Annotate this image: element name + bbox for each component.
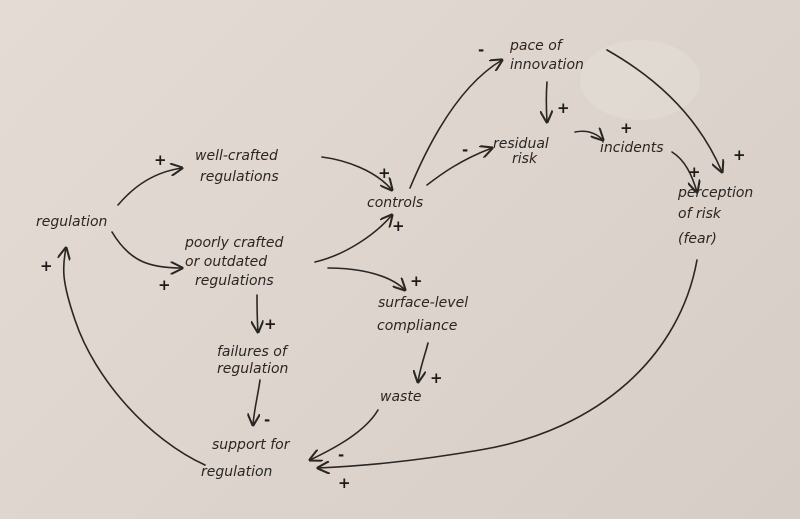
sign-regulation-to-poorly-crafted: +	[158, 276, 171, 294]
svg-text:of risk: of risk	[678, 206, 722, 222]
sign-poorly-crafted-to-failures: +	[264, 315, 277, 333]
svg-text:(fear): (fear)	[678, 231, 717, 247]
svg-text:surface-level: surface-level	[378, 295, 468, 311]
link-controls-to-pace	[409, 60, 502, 189]
sign-poorly-crafted-to-compliance: +	[410, 272, 423, 290]
svg-text:poorly crafted: poorly crafted	[184, 235, 283, 251]
node-failures-of-regulation: failures of regulation	[217, 344, 289, 377]
node-surface-level-compliance: surface-level compliance	[377, 295, 468, 334]
svg-text:or outdated: or outdated	[185, 254, 267, 270]
node-pace-of-innovation: pace of innovation	[509, 38, 584, 73]
link-pace-to-perception	[606, 49, 722, 172]
link-regulation-to-well-crafted	[117, 168, 182, 206]
svg-text:regulation: regulation	[217, 361, 288, 377]
link-poorly-crafted-to-controls	[314, 215, 392, 263]
svg-text:compliance: compliance	[377, 318, 457, 334]
svg-text:failures of: failures of	[217, 344, 289, 360]
svg-text:regulations: regulations	[195, 273, 274, 289]
svg-text:controls: controls	[367, 195, 423, 211]
node-support-for-regulation: support for regulation	[201, 437, 291, 480]
svg-text:well-crafted: well-crafted	[195, 148, 278, 164]
link-residual-to-incidents	[574, 131, 603, 140]
svg-text:innovation: innovation	[510, 57, 584, 73]
link-poorly-crafted-to-compliance	[327, 267, 405, 290]
paper-glare	[580, 40, 700, 120]
node-poorly-crafted-regulations: poorly crafted or outdated regulations	[184, 235, 283, 289]
node-incidents: incidents	[600, 140, 664, 156]
link-perception-to-support	[318, 259, 698, 468]
svg-text:support for: support for	[212, 437, 291, 453]
sign-controls-to-pace: -	[478, 41, 484, 59]
svg-text:risk: risk	[512, 151, 538, 167]
link-compliance-to-waste	[418, 342, 429, 382]
svg-text:regulation: regulation	[36, 214, 107, 230]
node-well-crafted-regulations: well-crafted regulations	[195, 148, 279, 185]
link-regulation-to-poorly-crafted	[111, 231, 182, 268]
svg-text:perception: perception	[677, 185, 753, 201]
sign-support-to-regulation: +	[40, 257, 53, 275]
link-support-to-regulation	[64, 248, 206, 466]
link-waste-to-support	[310, 409, 379, 460]
sign-incidents-to-perception: +	[688, 163, 701, 181]
node-perception-of-risk: perception of risk (fear)	[677, 185, 753, 247]
sign-controls-to-residual: -	[462, 141, 468, 159]
node-regulation: regulation	[36, 214, 107, 230]
svg-text:residual: residual	[493, 136, 549, 152]
node-controls: controls	[367, 195, 423, 211]
link-controls-to-residual	[426, 148, 492, 186]
sign-perception-to-support: +	[338, 474, 351, 492]
node-waste: waste	[380, 389, 421, 405]
sign-pace-to-perception: +	[733, 146, 746, 164]
svg-text:regulation: regulation	[201, 464, 272, 480]
svg-text:waste: waste	[380, 389, 421, 405]
link-pace-to-residual	[546, 81, 547, 122]
svg-text:pace of: pace of	[509, 38, 564, 54]
link-well-crafted-to-controls	[321, 156, 392, 190]
sign-compliance-to-waste: +	[430, 369, 443, 387]
link-poorly-crafted-to-failures	[257, 294, 258, 332]
sign-residual-to-incidents: +	[620, 119, 633, 137]
sign-regulation-to-well-crafted: +	[154, 151, 167, 169]
link-failures-to-support	[253, 379, 261, 425]
link-incidents-to-perception	[671, 151, 697, 192]
sign-poorly-crafted-to-controls: +	[392, 217, 405, 235]
svg-text:incidents: incidents	[600, 140, 664, 156]
sign-failures-to-support: -	[264, 411, 270, 429]
sign-pace-to-residual: +	[557, 99, 570, 117]
sign-well-crafted-to-controls: +	[378, 164, 391, 182]
svg-text:regulations: regulations	[200, 169, 279, 185]
node-residual-risk: residual risk	[493, 136, 549, 167]
sign-waste-to-support: -	[338, 446, 344, 464]
